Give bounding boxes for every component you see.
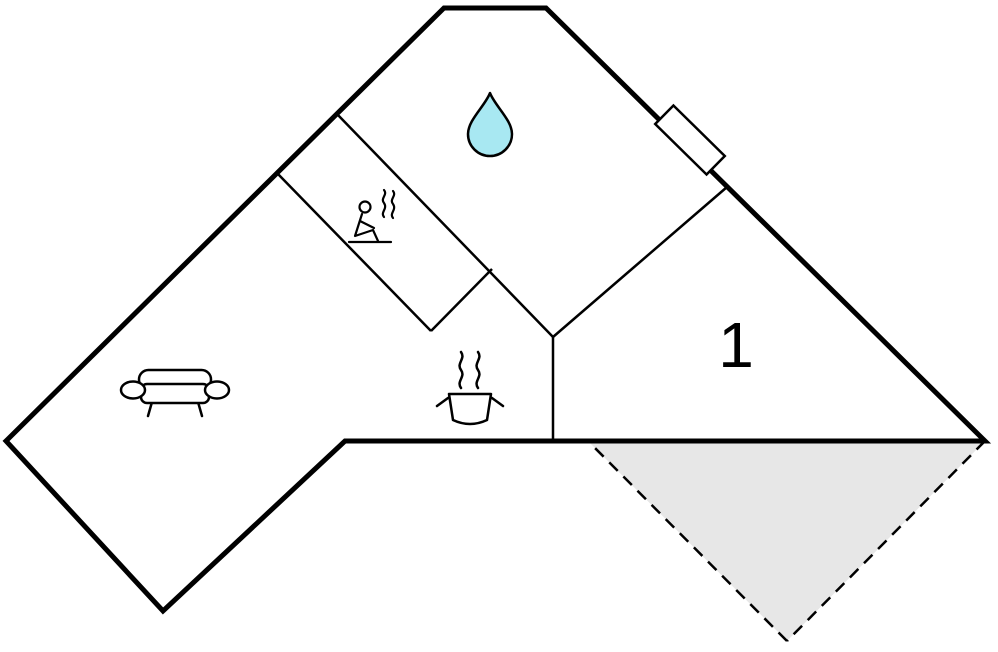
sofa-seat (139, 382, 211, 405)
sofa-leg-right (196, 400, 204, 418)
building-outline (2, 5, 992, 615)
interior-walls (276, 113, 728, 441)
sauna-person-arm (358, 219, 376, 230)
sofa-icon (119, 368, 231, 418)
pot-body (447, 392, 493, 426)
sauna-wall-end (430, 268, 493, 332)
sofa-leg-left (146, 400, 154, 418)
terrace-boundary-dashed-left (587, 440, 788, 642)
sauna-person-head (358, 200, 372, 214)
sofa-arm-left (119, 380, 147, 400)
entrance-door (653, 103, 727, 177)
sauna-steam-left (381, 188, 387, 219)
sauna-icon (347, 188, 396, 244)
pot-steam-right (475, 350, 481, 390)
sauna-wall-lower (276, 172, 432, 332)
sauna-steam-right (390, 189, 396, 220)
sauna-person-body (353, 212, 380, 243)
terrace-boundary-dashed-right (786, 440, 986, 642)
water-drop-shape (466, 91, 514, 158)
bathroom-wall (336, 113, 554, 338)
water-drop-icon (466, 91, 514, 158)
pot-handle-right (490, 396, 505, 408)
pot-steam-left (458, 350, 464, 390)
room1-wall-diagonal (552, 186, 728, 338)
cooking-pot-icon (435, 350, 505, 426)
room-label: 1 (718, 309, 754, 381)
pot-handle-left (435, 396, 450, 408)
terrace-fill (588, 441, 985, 641)
terrace-area (587, 440, 986, 642)
sofa-arm-right (203, 380, 231, 400)
